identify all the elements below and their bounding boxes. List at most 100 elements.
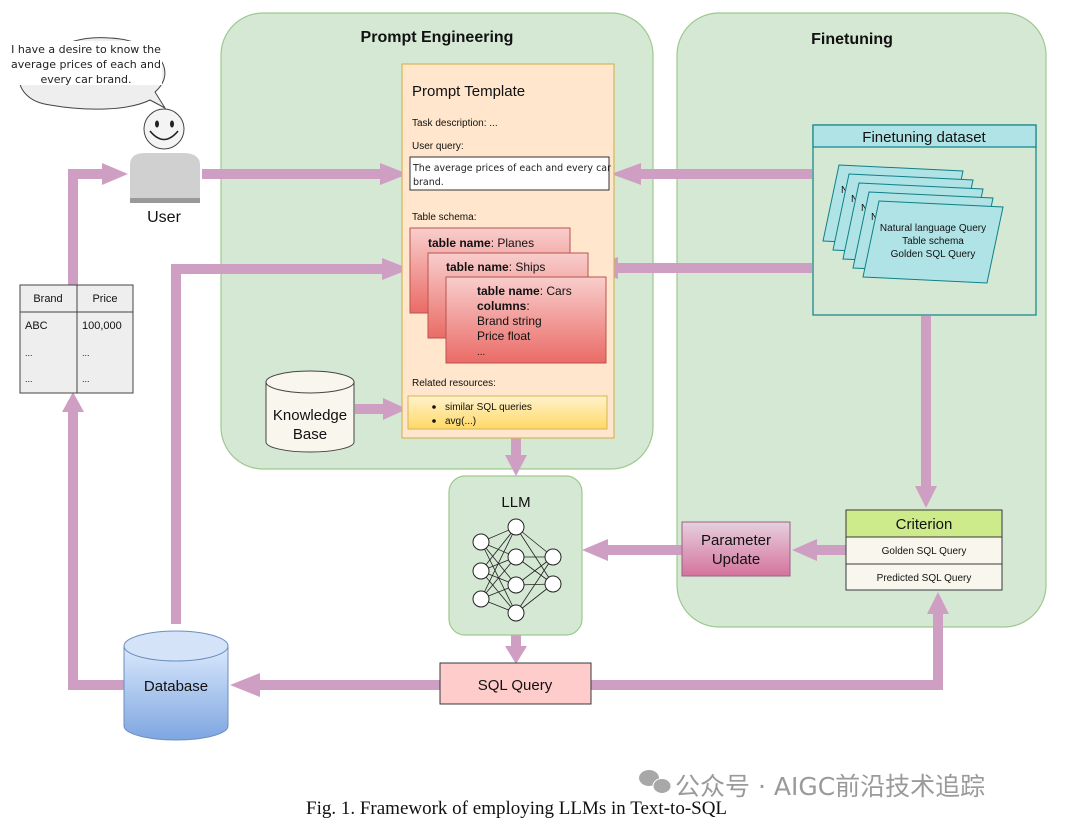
arrowhead bbox=[927, 592, 949, 614]
arrow-db-to-table bbox=[68, 410, 78, 690]
user-query-line-1: The average prices of each and every car bbox=[412, 163, 611, 174]
dataset-card-stub: N bbox=[851, 194, 858, 205]
schema-column: ... bbox=[477, 347, 485, 358]
llm-label: LLM bbox=[501, 494, 530, 511]
task-description: Task description: ... bbox=[412, 118, 498, 129]
dataset-card-line: Golden SQL Query bbox=[891, 249, 976, 260]
nn-edge bbox=[480, 526, 517, 600]
criterion-title: Criterion bbox=[896, 516, 953, 533]
schema-column: Brand string bbox=[477, 314, 542, 328]
parameter-update-line-2: Update bbox=[712, 551, 760, 568]
nn-node bbox=[544, 575, 562, 593]
arrow-sql-to-criterion bbox=[590, 680, 943, 690]
table-cell: ... bbox=[82, 348, 90, 358]
schema-ships: table name: Ships bbox=[446, 260, 545, 274]
dataset-card-line: Table schema bbox=[902, 236, 964, 247]
user-label: User bbox=[147, 209, 181, 226]
arrow-dataset-to-schema bbox=[618, 263, 812, 273]
table-cell: ... bbox=[25, 348, 33, 358]
database: Database bbox=[123, 630, 229, 741]
table-header-brand: Brand bbox=[33, 293, 62, 305]
user-figure: User bbox=[130, 108, 200, 226]
arrow-template-to-llm bbox=[511, 438, 521, 458]
speech-line-1: I have a desire to know the bbox=[11, 43, 161, 56]
dataset-card-line: Natural language Query bbox=[880, 223, 986, 234]
arrow-table-to-user-h bbox=[68, 169, 104, 179]
dataset-card-stub: N bbox=[871, 212, 878, 223]
sql-query: SQL Query bbox=[439, 662, 592, 705]
nn-node bbox=[472, 562, 490, 580]
schema-cars: table name: Cars bbox=[477, 284, 572, 298]
arrow-criterion-to-param bbox=[812, 545, 846, 555]
arrowhead bbox=[383, 398, 407, 420]
watermark-text: 公众号 · AIGC前沿技术追踪 bbox=[675, 772, 985, 801]
arrowhead bbox=[611, 163, 641, 185]
arrowhead bbox=[230, 673, 260, 697]
user-body-icon bbox=[130, 153, 200, 203]
arrowhead bbox=[380, 163, 408, 185]
arrow-sql-to-criterion-v bbox=[933, 612, 943, 690]
arrow-dataset-to-criterion bbox=[921, 316, 931, 488]
figure-caption: Fig. 1. Framework of employing LLMs in T… bbox=[306, 798, 727, 819]
schema-card-cars bbox=[445, 276, 607, 364]
arrow-db-to-schema bbox=[171, 264, 181, 624]
table-cell: ... bbox=[82, 374, 90, 384]
speech-line-2: average prices of each and bbox=[11, 58, 161, 71]
arrowhead bbox=[915, 486, 937, 508]
speech-bubble: I have a desire to know the average pric… bbox=[10, 37, 167, 110]
nn-edge bbox=[515, 556, 554, 614]
nn-node bbox=[472, 590, 490, 608]
prompt-template: Prompt Template Task description: ... Us… bbox=[401, 63, 615, 439]
arrow-llm-to-sql bbox=[511, 635, 521, 649]
knowledge-base-line-2: Base bbox=[293, 426, 327, 443]
arrowhead bbox=[505, 646, 527, 664]
neural-network-icon bbox=[472, 518, 562, 622]
parameter-update: Parameter Update bbox=[681, 521, 791, 577]
database-label: Database bbox=[144, 678, 208, 695]
arrowhead bbox=[792, 539, 817, 561]
result-table: Brand Price ABC 100,000 ... ... ... ... bbox=[19, 284, 134, 394]
nn-node bbox=[507, 548, 525, 566]
parameter-update-line-1: Parameter bbox=[701, 532, 771, 549]
speech-line-3: every car brand. bbox=[40, 73, 131, 86]
criterion-row: Golden SQL Query bbox=[882, 546, 967, 557]
arrow-user-to-query bbox=[202, 169, 382, 179]
nn-edge bbox=[515, 526, 554, 585]
arrow-table-to-user bbox=[68, 169, 78, 285]
related-resources-label: Related resources: bbox=[412, 378, 496, 389]
arrowhead bbox=[582, 539, 608, 561]
dataset-card-stub: N bbox=[841, 185, 848, 196]
arrowhead bbox=[102, 163, 128, 185]
user-query-label: User query: bbox=[412, 141, 464, 152]
nn-edge bbox=[480, 556, 517, 600]
arrow-db-to-schema-h bbox=[171, 264, 384, 274]
arrowhead bbox=[62, 392, 84, 412]
arrow-param-to-llm bbox=[604, 545, 682, 555]
arrow-sql-to-db bbox=[258, 680, 441, 690]
prompt-template-title: Prompt Template bbox=[412, 83, 525, 100]
arrowhead bbox=[382, 258, 410, 280]
finetuning-title: Finetuning bbox=[811, 31, 893, 48]
user-head-icon bbox=[143, 108, 185, 150]
llm-box: LLM bbox=[448, 475, 583, 636]
arrows bbox=[62, 163, 949, 697]
related-item: avg(...) bbox=[445, 416, 476, 427]
user-query-line-2: brand. bbox=[413, 177, 444, 188]
related-resources-box bbox=[407, 395, 608, 430]
table-cell: ABC bbox=[25, 320, 48, 332]
table-header-price: Price bbox=[92, 293, 117, 305]
criterion: Criterion Golden SQL Query Predicted SQL… bbox=[845, 509, 1003, 591]
watermark: 公众号 · AIGC前沿技术追踪 bbox=[639, 770, 985, 801]
schema-columns-label: columns: bbox=[477, 299, 530, 313]
nn-node bbox=[507, 576, 525, 594]
knowledge-base: Knowledge Base bbox=[265, 370, 355, 453]
dataset-card-stub: N bbox=[861, 203, 868, 214]
dataset-card bbox=[862, 200, 1004, 284]
schema-planes: table name: Planes bbox=[428, 236, 534, 250]
schema-column: Price float bbox=[477, 329, 531, 343]
table-schema-label: Table schema: bbox=[412, 212, 476, 223]
nn-node bbox=[472, 533, 490, 551]
nn-node bbox=[507, 518, 525, 536]
